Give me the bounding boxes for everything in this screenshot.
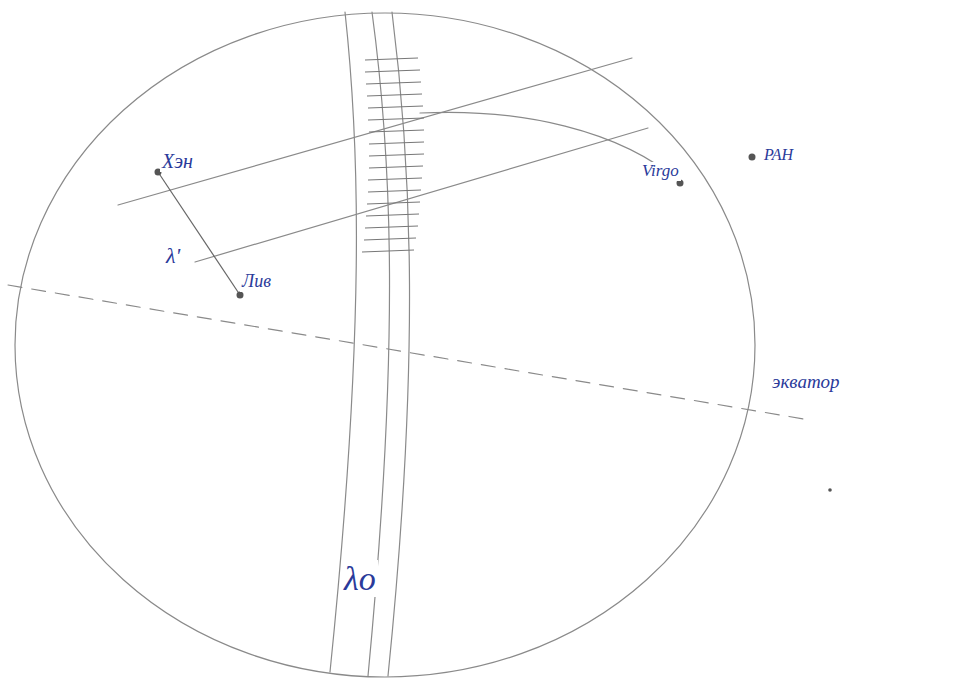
reference-line bbox=[195, 128, 648, 262]
hatched-region bbox=[362, 58, 424, 252]
milky-way-edge bbox=[388, 12, 410, 676]
celestial-sphere bbox=[15, 13, 755, 677]
sky-label: λo bbox=[342, 560, 378, 597]
sky-label: экватор bbox=[770, 372, 842, 393]
sky-label: Лив bbox=[240, 272, 273, 292]
equator-line bbox=[8, 285, 810, 420]
star-link bbox=[158, 172, 240, 295]
arc-to-virgo bbox=[420, 112, 680, 182]
sky-label: λ' bbox=[164, 244, 182, 268]
sky-label: Virgo bbox=[640, 162, 681, 181]
star-dots bbox=[155, 154, 832, 492]
sky-label: PAH bbox=[762, 146, 795, 164]
sky-label: Хэн bbox=[160, 150, 195, 172]
